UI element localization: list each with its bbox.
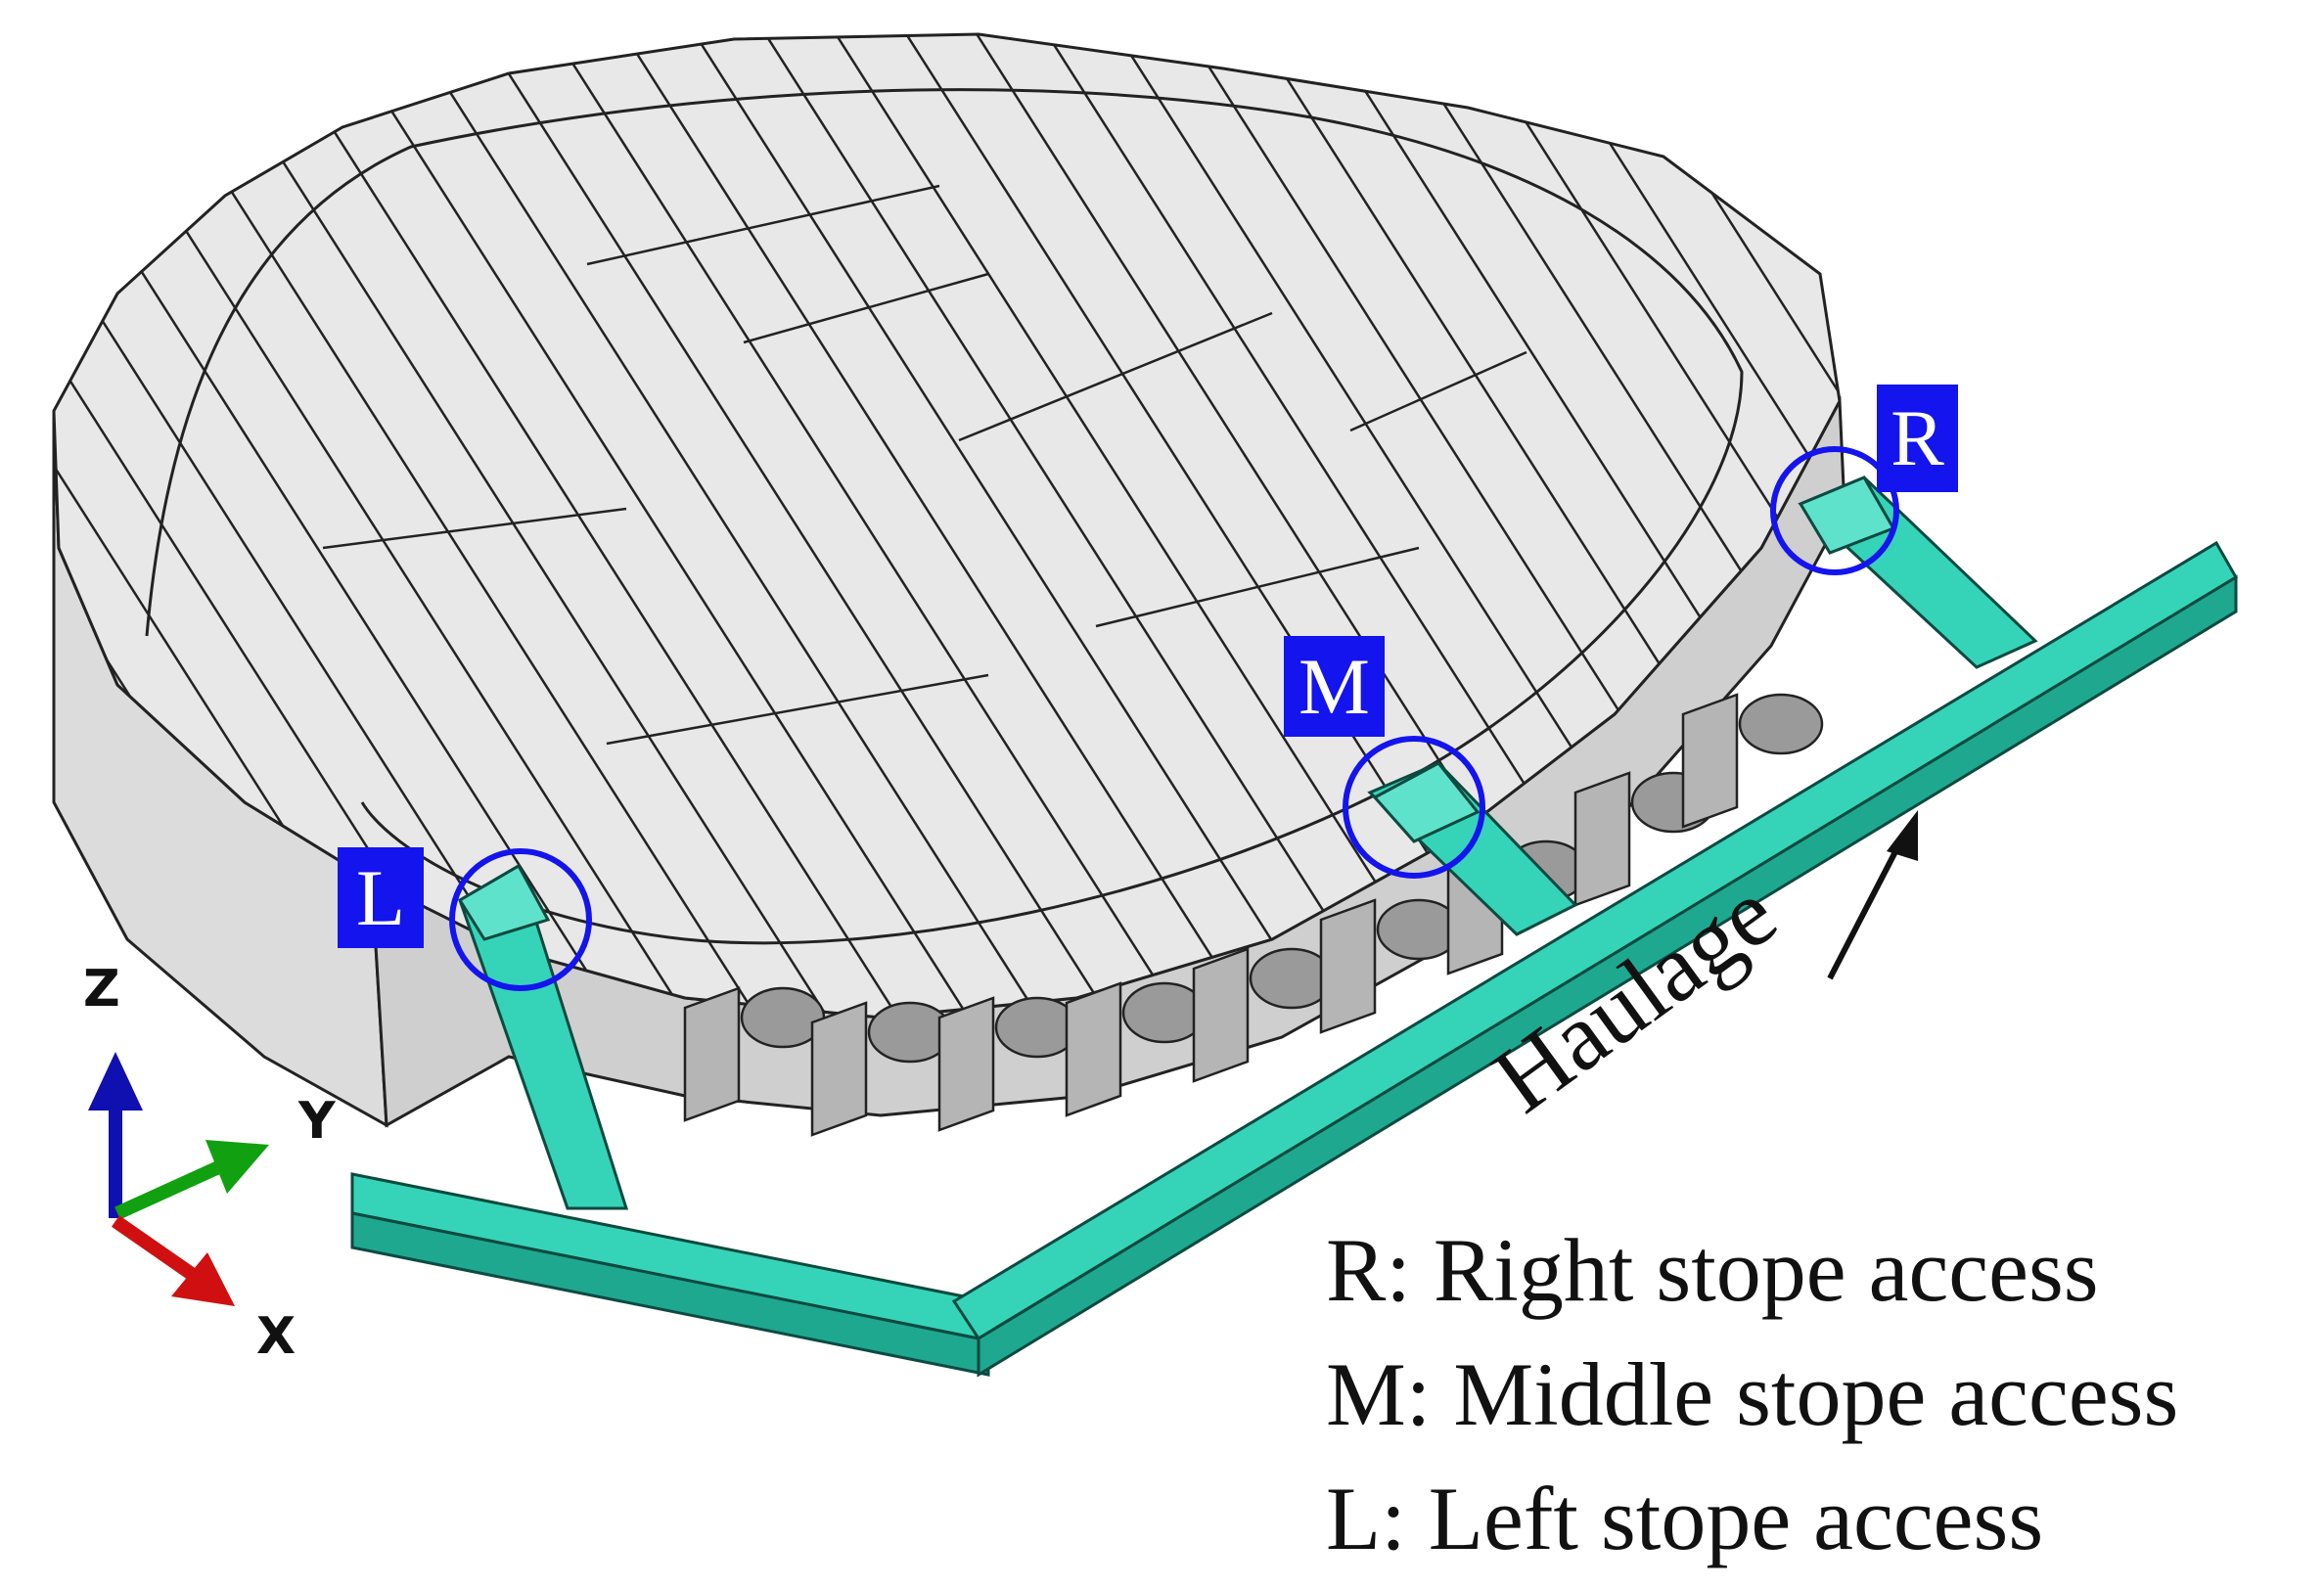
drawpoint-pillar: [1681, 693, 1739, 829]
slab-line: [178, 34, 867, 1018]
legend: R: Right stope access M: Middle stope ac…: [1326, 1208, 2314, 1581]
x-axis-arrowhead: [171, 1252, 235, 1306]
slab-line: [530, 34, 1219, 1018]
access-middle: [1367, 761, 1578, 936]
slab-line: [742, 34, 1431, 1018]
access-right: [1798, 476, 2038, 669]
circle-middle-access: [1343, 736, 1485, 879]
drawpoint-opening: [1738, 693, 1824, 755]
drawpoint-pillar: [1319, 898, 1377, 1034]
y-axis-line: [114, 1157, 228, 1220]
haulage-arrow: [1827, 810, 1918, 980]
slab-line: [1517, 34, 1840, 1018]
slab-line: [319, 34, 1008, 1018]
haulage-left-leg-side: [350, 1211, 990, 1377]
drawpoint-pillar: [1192, 947, 1250, 1083]
slab-line: [2012, 0, 2324, 1076]
legend-right: R: Right stope access: [1326, 1220, 2099, 1320]
z-axis-arrowhead: [88, 1052, 143, 1111]
haulage-main-side: [977, 574, 2238, 1378]
legend-middle: M: Middle stope access: [1326, 1344, 2179, 1444]
axis-label-y: Y: [298, 1092, 336, 1151]
axis-label-z: Z: [83, 960, 120, 1019]
slab-line: [389, 34, 1078, 1018]
slab-line: [1941, 0, 2324, 1076]
drawpoint-pillar: [937, 996, 995, 1132]
circle-right-access: [1770, 446, 1899, 575]
marker-left: L: [338, 847, 424, 948]
drawpoint-pillar: [683, 986, 741, 1122]
haulage-drift: [350, 540, 2239, 1378]
slab-line: [460, 34, 1149, 1018]
y-axis-arrowhead: [205, 1140, 269, 1194]
circle-left-access: [449, 848, 592, 991]
slab-line: [249, 34, 937, 1018]
slab-line: [2082, 0, 2324, 1076]
drawpoint-pillar: [810, 1001, 868, 1137]
slab-line: [671, 34, 1360, 1018]
marker-right: R: [1877, 385, 1958, 492]
access-left: [457, 863, 629, 1210]
axis-triad: [88, 1052, 269, 1306]
marker-middle: M: [1284, 636, 1385, 737]
legend-left: L: Left stope access: [1326, 1469, 2044, 1568]
orebody-outline: [145, 88, 1744, 945]
drawpoint-pillar: [1065, 981, 1122, 1117]
drawpoint-pillar: [1573, 771, 1631, 907]
slab-line: [1871, 0, 2324, 1076]
slab-cross-lines: [322, 184, 1527, 746]
slab-line: [601, 34, 1290, 1018]
x-axis-line: [112, 1215, 200, 1283]
axis-label-x: X: [256, 1307, 296, 1366]
slab-line: [1376, 34, 1840, 1018]
stope-block: [52, 0, 2324, 1128]
slab-line: [1305, 34, 1840, 1018]
